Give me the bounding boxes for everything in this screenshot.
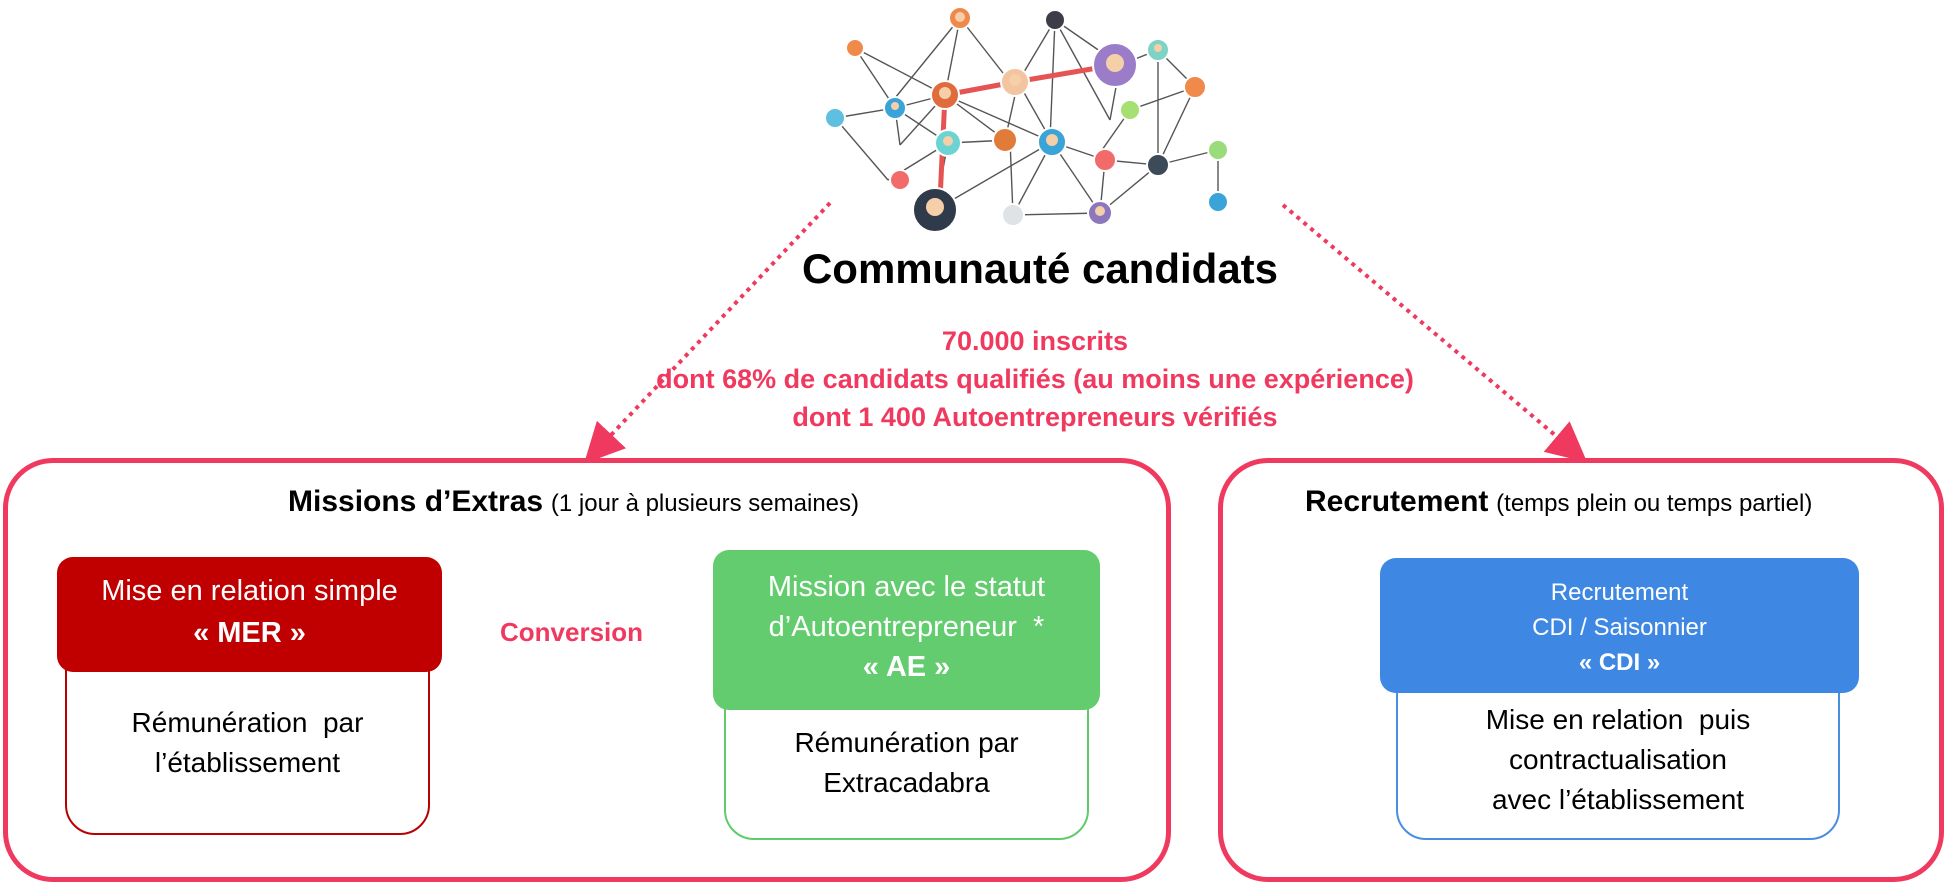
ae-body-line1: Rémunération par xyxy=(794,727,1019,758)
missions-title: Missions d’Extras (1 jour à plusieurs se… xyxy=(288,485,859,519)
cdi-line2: CDI / Saisonnier xyxy=(1532,614,1707,641)
ae-line1: Mission avec le statut xyxy=(767,571,1046,603)
candidate-network-illustration xyxy=(824,6,1229,233)
recrutement-title-main: Recrutement xyxy=(1305,485,1489,518)
community-title: Communauté candidats xyxy=(801,245,1279,292)
cdi-body-line2: contractualisation xyxy=(1509,744,1727,775)
ae-remuneration: Rémunération par Extracadabra xyxy=(724,723,1089,803)
conversion-label: Conversion xyxy=(500,617,644,647)
cdi-body-line3: avec l’établissement xyxy=(1491,784,1745,815)
missions-title-main: Missions d’Extras xyxy=(288,485,544,518)
ae-line3: « AE » xyxy=(862,651,951,683)
mer-card-header: Mise en relation simple « MER » xyxy=(57,557,442,672)
recrutement-subtitle: (temps plein ou temps partiel) xyxy=(1496,490,1813,517)
stat-registered: 70.000 inscrits xyxy=(941,326,1129,356)
mer-remuneration: Rémunération par l’établissement xyxy=(65,703,430,783)
mer-card-body xyxy=(65,650,430,835)
cdi-description: Mise en relation puis contractualisation… xyxy=(1396,700,1840,820)
cdi-card-header: Recrutement CDI / Saisonnier « CDI » xyxy=(1380,558,1859,693)
cdi-line1: Recrutement xyxy=(1550,579,1689,606)
cdi-card-body xyxy=(1396,680,1840,840)
mer-body-line2: l’établissement xyxy=(154,747,341,778)
stat-qualified: dont 68% de candidats qualifiés (au moin… xyxy=(656,364,1414,394)
ae-card-header: Mission avec le statut d’Autoentrepreneu… xyxy=(713,550,1100,710)
mer-line2: « MER » xyxy=(193,617,306,649)
stat-autoentrepreneurs: dont 1 400 Autoentrepreneurs vérifiés xyxy=(792,402,1278,432)
ae-line2: d’Autoentrepreneur * xyxy=(768,611,1045,643)
mer-line1: Mise en relation simple xyxy=(101,575,398,607)
cdi-body-line1: Mise en relation puis xyxy=(1485,704,1751,735)
missions-subtitle: (1 jour à plusieurs semaines) xyxy=(550,490,860,517)
community-stats: 70.000 inscrits dont 68% de candidats qu… xyxy=(560,322,1510,436)
ae-body-line2: Extracadabra xyxy=(823,767,990,798)
recrutement-title: Recrutement (temps plein ou temps partie… xyxy=(1305,485,1812,519)
cdi-line3: « CDI » xyxy=(1578,649,1661,676)
mer-body-line1: Rémunération par xyxy=(131,707,364,738)
